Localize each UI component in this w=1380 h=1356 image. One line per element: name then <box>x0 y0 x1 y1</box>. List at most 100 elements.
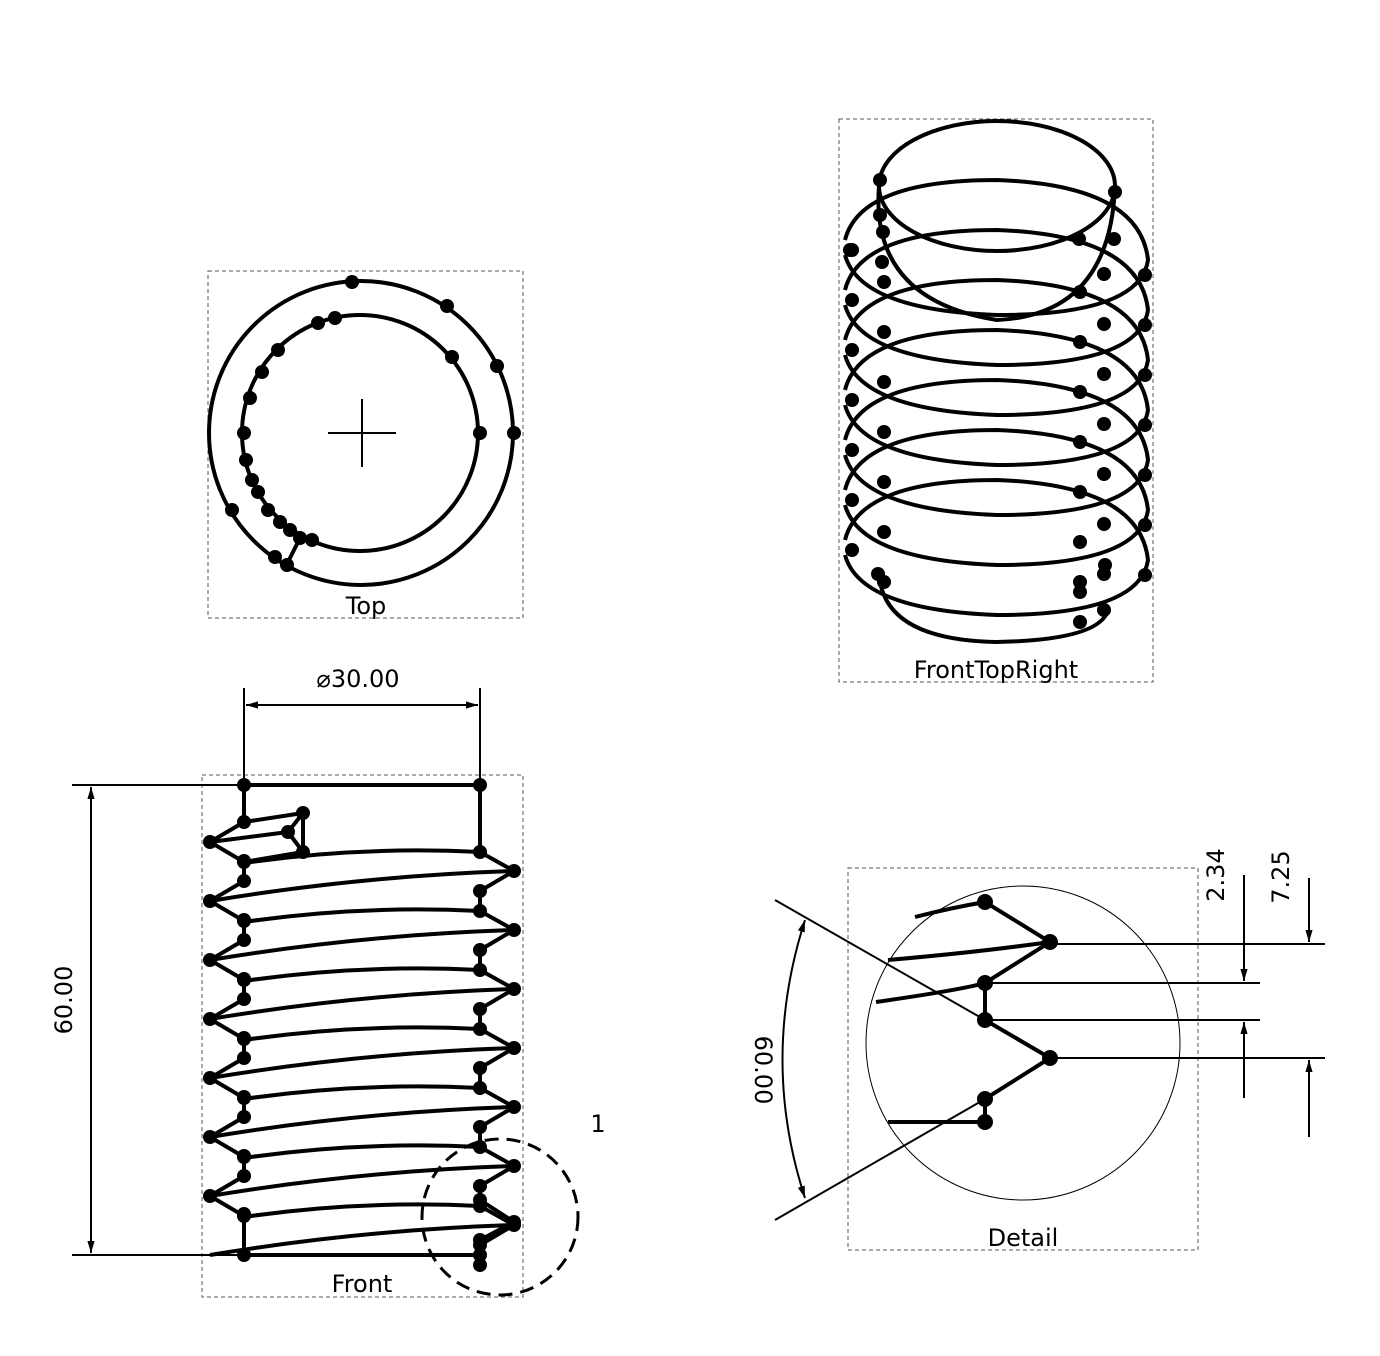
vertex-dot <box>1097 267 1111 281</box>
helix-crest-line <box>209 869 515 903</box>
vertex-dot <box>293 531 307 545</box>
vertex-dot <box>1097 517 1111 531</box>
right-thread-tooth <box>478 850 516 911</box>
vertex-dot <box>245 473 259 487</box>
vertex-dot <box>445 350 459 364</box>
front-view[interactable]: 1 Front ⌀30.00 60.00 <box>50 665 606 1298</box>
vertex-dot <box>271 343 285 357</box>
vertex-dot <box>273 515 287 529</box>
vertex-dot <box>473 1258 487 1272</box>
detail-view[interactable]: 60.00 2.34 7.25 Detail <box>749 848 1325 1252</box>
vertex-dot <box>473 1061 487 1075</box>
angle-dimension-text[interactable]: 60.00 <box>749 1036 777 1105</box>
thread-ring <box>843 178 1150 317</box>
left-thread-tooth <box>208 979 246 1041</box>
vertex-dot <box>473 1002 487 1016</box>
right-thread-tooth <box>478 1086 516 1147</box>
pitch-dimension-text[interactable]: 7.25 <box>1267 850 1295 903</box>
helix-root-line <box>243 1202 481 1219</box>
detail-vertex-dots <box>977 894 1058 1130</box>
vertex-dot <box>877 275 891 289</box>
right-thread-tooth <box>478 1027 516 1088</box>
front-geometry <box>203 778 521 1272</box>
front-view-label: Front <box>332 1270 393 1298</box>
thread-helix-lower <box>875 981 986 1004</box>
right-thread-tooth <box>478 909 516 970</box>
vertex-dot <box>1097 467 1111 481</box>
vertex-dot <box>845 443 859 457</box>
vertex-dot <box>977 894 993 910</box>
thread-ring <box>843 328 1150 467</box>
vertex-dot <box>203 835 217 849</box>
vertex-dot <box>237 933 251 947</box>
vertex-dot <box>237 1169 251 1183</box>
helix-crest-line <box>209 1105 515 1139</box>
vertex-dot <box>845 343 859 357</box>
vertex-dot <box>473 1120 487 1134</box>
left-thread-tooth <box>208 1038 246 1100</box>
top-face-lower <box>876 185 1117 322</box>
diameter-dimension-text[interactable]: ⌀30.00 <box>316 665 399 693</box>
left-thread-tooth <box>208 861 246 923</box>
vertex-dot <box>875 255 889 269</box>
helix-root-line <box>243 966 481 983</box>
vertex-dot <box>1073 535 1087 549</box>
detail-callout-circle[interactable] <box>420 1137 580 1297</box>
helix-root-line <box>243 907 481 924</box>
left-thread-tooth <box>208 1156 246 1218</box>
vertex-dot <box>873 173 887 187</box>
vertex-dot <box>876 225 890 239</box>
right-thread-tooth <box>478 968 516 1029</box>
vertex-dot <box>1098 558 1112 572</box>
vertex-dot <box>1097 603 1111 617</box>
thread-ring <box>843 378 1150 517</box>
vertex-dot <box>225 503 239 517</box>
vertex-dot <box>345 275 359 289</box>
helix-crest-line <box>209 1046 515 1080</box>
vertex-dot <box>845 293 859 307</box>
vertex-dot <box>237 1207 251 1221</box>
vertex-dot <box>507 426 521 440</box>
vertex-dot <box>237 815 251 829</box>
isometric-view[interactable]: FrontTopRight <box>838 118 1154 684</box>
vertex-dot <box>1138 468 1152 482</box>
detail-callout-marker: 1 <box>590 1110 605 1138</box>
top-view-label: Top <box>345 592 387 620</box>
vertex-dot <box>1097 417 1111 431</box>
vertex-dot <box>251 485 265 499</box>
vertex-dot <box>473 1233 487 1247</box>
vertex-dot <box>877 325 891 339</box>
vertex-dot <box>1097 317 1111 331</box>
top-view[interactable]: Top <box>207 270 524 620</box>
vertex-dot <box>1073 585 1087 599</box>
vertex-dot <box>1138 268 1152 282</box>
vertex-dot <box>507 1215 521 1229</box>
vertex-dot <box>473 884 487 898</box>
vertex-dot <box>845 493 859 507</box>
helix-root-line <box>243 848 481 865</box>
vertex-dot <box>281 825 295 839</box>
detail-view-label: Detail <box>988 1224 1059 1252</box>
helix-root-line <box>243 1143 481 1160</box>
vertex-dot <box>877 425 891 439</box>
thread-ring <box>843 428 1150 567</box>
root-width-dimension-text[interactable]: 2.34 <box>1202 848 1230 901</box>
vertex-dot <box>280 558 294 572</box>
thread-ring <box>843 478 1150 617</box>
vertex-dot <box>473 1193 487 1207</box>
front-view-frame <box>201 774 524 1298</box>
left-start <box>208 785 246 882</box>
isometric-geometry <box>843 119 1152 644</box>
vertex-dot <box>845 393 859 407</box>
helix-root-line <box>243 1084 481 1101</box>
vertex-dot <box>237 426 251 440</box>
thread-ring <box>843 228 1150 367</box>
vertex-dot <box>1073 615 1087 629</box>
vertex-dot <box>877 525 891 539</box>
vertex-dot <box>237 1110 251 1124</box>
vertex-dot <box>1138 418 1152 432</box>
height-dimension-text[interactable]: 60.00 <box>50 966 78 1035</box>
vertex-dot <box>1138 518 1152 532</box>
vertex-dot <box>845 543 859 557</box>
vertex-dot <box>243 391 257 405</box>
